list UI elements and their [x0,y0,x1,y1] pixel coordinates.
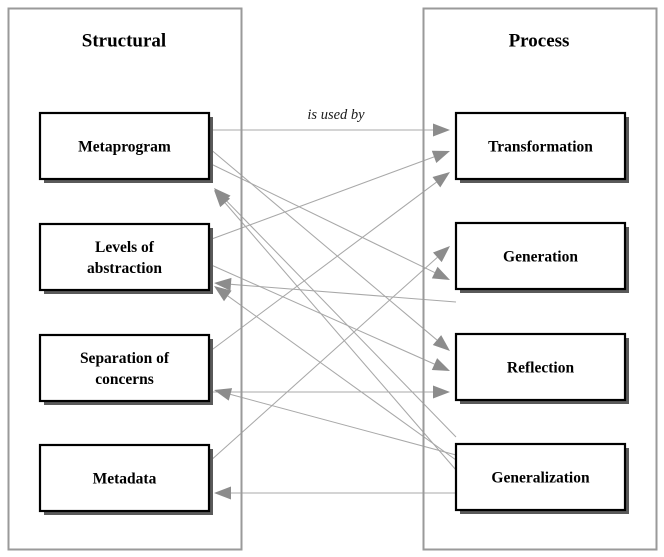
node-box-separation[interactable] [38,333,211,403]
edge-line-separation-transformation [208,181,437,353]
group-title-process: Process [509,30,570,51]
edge-arrowhead-separation-reflection [433,385,450,399]
node-box-generation[interactable] [454,221,627,291]
node-box-metadata[interactable] [38,443,211,513]
node-reflection[interactable]: Reflection [454,332,629,404]
edge-arrowhead-generalization-metaprogram [214,190,231,208]
edges-layer [208,123,457,500]
group-frame-structural [7,7,243,551]
node-label-metaprogram: Metaprogram [78,139,171,156]
node-label-reflection: Reflection [507,360,575,377]
edge-generalization-metadata [214,486,456,500]
edge-separation-reflection [209,385,450,399]
edge-line-metaprogram-generation [208,162,435,274]
edge-reflection-separation [214,388,457,456]
edge-arrowhead-reflection-separation [214,388,233,401]
edge-line-reflection-separation [230,393,457,456]
node-box-reflection[interactable] [454,332,627,402]
edge-metaprogram-reflection [208,147,450,351]
group-process: Process [422,7,658,551]
group-structural: Structural [7,7,243,551]
edge-generalization-metaprogram [214,190,457,471]
group-frame-process [422,7,658,551]
node-generalization[interactable]: Generalization [454,442,629,514]
edge-line-levels-transformation [208,156,435,241]
node-metadata[interactable]: Metadata [38,443,213,515]
edge-line-generation-levels [230,283,457,303]
edge-arrowhead-metaprogram-reflection [432,335,450,351]
edge-levels-reflection [208,263,450,371]
node-label-transformation: Transformation [488,139,593,156]
node-box-metaprogram[interactable] [38,111,211,181]
node-transformation[interactable]: Transformation [454,111,629,183]
edge-arrowhead-levels-transformation [431,150,450,163]
node-label-separation: concerns [95,371,154,388]
edge-metaprogram-generation [208,162,450,280]
edge-metadata-generation [208,246,450,463]
edge-line-metadata-generation [208,256,438,463]
edge-line-generalization-metaprogram [224,202,457,471]
node-label-generalization: Generalization [491,470,590,487]
node-generation[interactable]: Generation [454,221,629,293]
edge-arrowhead-generation-levels [214,277,232,291]
node-label-levels: abstraction [87,260,162,277]
node-label-metadata: Metadata [93,471,157,488]
edge-levels-transformation [208,150,450,241]
groups-layer: Structural Process [7,7,658,551]
edge-generalization-levels [214,286,457,461]
node-metaprogram[interactable]: Metaprogram [38,111,213,183]
edge-line-generalization-levels [227,295,457,461]
edge-line-transformation-metaprogram [225,199,457,438]
node-label-levels: Levels of [95,239,155,256]
edge-arrowhead-separation-transformation [432,172,450,188]
edge-arrowhead-generalization-levels [214,286,232,302]
node-levels[interactable]: Levels of abstraction [38,222,213,294]
edge-separation-transformation [208,172,450,353]
node-label-generation: Generation [503,249,578,266]
labels-layer: is used by [307,107,365,123]
group-title-structural: Structural [82,30,166,51]
edge-arrowhead-metadata-generation [433,246,450,263]
edge-arrowhead-metaprogram-generation [431,266,450,280]
node-label-separation: Separation of [80,350,170,367]
edge-line-metaprogram-reflection [208,147,438,341]
edge-generation-levels [214,277,457,303]
edge-arrowhead-generalization-metadata [214,486,231,500]
edge-arrowhead-metaprogram-transformation [433,123,450,137]
edge-arrowhead-levels-reflection [431,358,450,371]
node-box-levels[interactable] [38,222,211,292]
node-box-transformation[interactable] [454,111,627,181]
edge-label-is-used-by: is used by [307,107,365,123]
node-separation[interactable]: Separation of concerns [38,333,213,405]
node-box-generalization[interactable] [454,442,627,512]
edge-metaprogram-transformation [209,123,450,137]
